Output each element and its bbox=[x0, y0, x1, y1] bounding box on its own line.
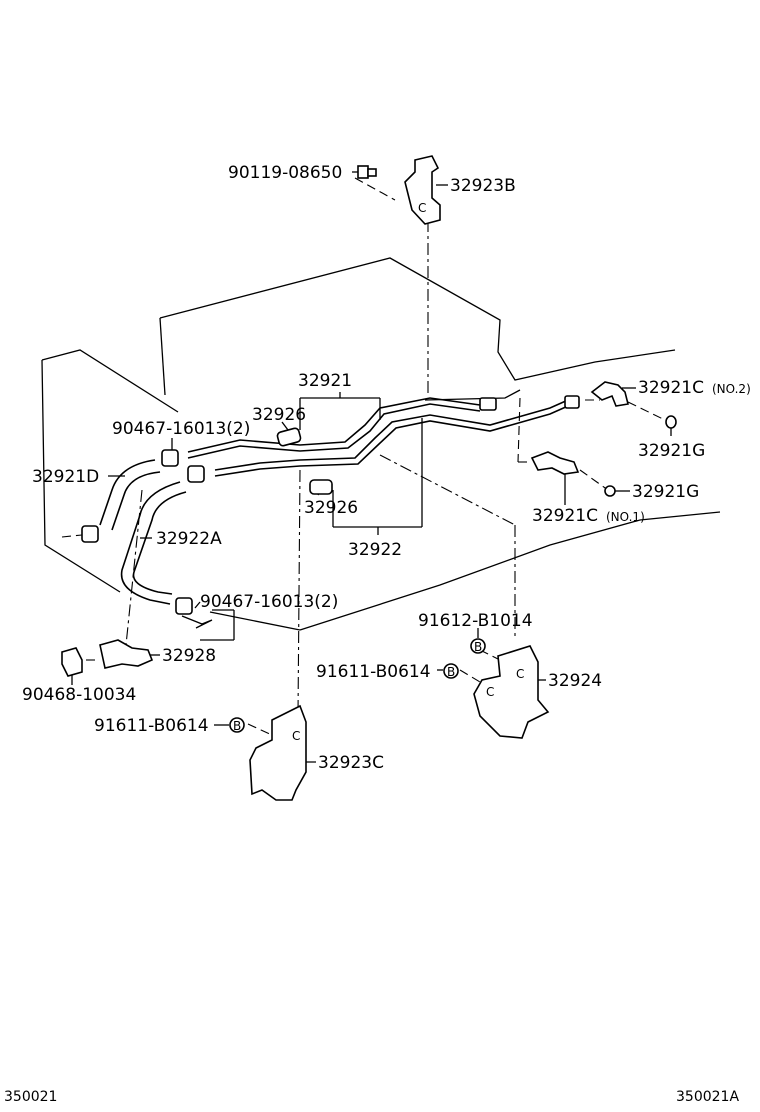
footer-ref-right: 350021A bbox=[676, 1089, 739, 1105]
label-32921D: 32921D bbox=[32, 467, 99, 487]
clip-32928 bbox=[99, 639, 154, 669]
tube-fitting-lower bbox=[564, 395, 580, 409]
label-32922A: 32922A bbox=[156, 529, 222, 549]
elbow-32921C-no1 bbox=[530, 451, 580, 475]
svg-text:B: B bbox=[233, 719, 241, 733]
clamp-upper-2 bbox=[187, 465, 205, 483]
bracket-32923C bbox=[249, 704, 307, 801]
svg-text:C: C bbox=[418, 201, 426, 215]
label-90468-10034: 90468-10034 bbox=[22, 685, 136, 705]
sleeve-32926-lower bbox=[309, 479, 333, 495]
label-90467-lower: 90467-16013(2) bbox=[200, 592, 338, 612]
label-32921G-upper: 32921G bbox=[638, 441, 705, 461]
bolt-90468 bbox=[61, 647, 83, 677]
label-32924: 32924 bbox=[548, 671, 602, 691]
b-marker-3 bbox=[229, 717, 245, 733]
label-32921C-no2: 32921C bbox=[638, 378, 704, 398]
bracket-32924 bbox=[473, 645, 550, 739]
label-32921C-no1: 32921C bbox=[532, 506, 598, 526]
elbow-32921C-no2 bbox=[590, 381, 629, 407]
svg-text:C: C bbox=[516, 667, 524, 681]
label-32921C-no1-note: (NO.1) bbox=[606, 510, 645, 524]
label-32921: 32921 bbox=[298, 371, 352, 391]
oring-upper bbox=[665, 415, 677, 429]
b-markers: B B B bbox=[229, 638, 486, 733]
label-90467-upper: 90467-16013(2) bbox=[112, 419, 250, 439]
bracket-32923B bbox=[404, 155, 441, 225]
svg-text:C: C bbox=[486, 685, 494, 699]
b-marker-2 bbox=[443, 663, 459, 679]
label-32923B: 32923B bbox=[450, 176, 516, 196]
tubes bbox=[99, 397, 569, 605]
svg-text:B: B bbox=[447, 665, 455, 679]
label-32921C-no2-note: (NO.2) bbox=[712, 382, 751, 396]
clamp-32921D bbox=[81, 525, 99, 543]
svg-text:B: B bbox=[474, 640, 482, 654]
b-marker-1 bbox=[470, 638, 486, 654]
clamp-upper bbox=[161, 449, 179, 467]
footer-ref-left: 350021 bbox=[4, 1089, 57, 1105]
label-90119-08650: 90119-08650 bbox=[228, 163, 342, 183]
label-32923C: 32923C bbox=[318, 753, 384, 773]
label-91611-B0614-left: 91611-B0614 bbox=[94, 716, 209, 736]
bolt-90119 bbox=[357, 165, 377, 179]
svg-text:C: C bbox=[292, 729, 300, 743]
sleeve-32926-upper bbox=[276, 427, 302, 447]
callout-labels: 90119-08650 32923B 32921 32926 90467-160… bbox=[22, 163, 751, 773]
label-32921G-lower: 32921G bbox=[632, 482, 699, 502]
label-32926-lower: 32926 bbox=[304, 498, 358, 518]
leader-lines bbox=[61, 177, 666, 736]
background-outline bbox=[41, 257, 721, 631]
oring-lower bbox=[604, 485, 616, 497]
label-32922: 32922 bbox=[348, 540, 402, 560]
parts: C C C C bbox=[61, 155, 677, 801]
label-91612-B1014: 91612-B1014 bbox=[418, 611, 533, 631]
tube-fitting-upper bbox=[479, 397, 497, 411]
label-91611-B0614-right: 91611-B0614 bbox=[316, 662, 431, 682]
label-32928: 32928 bbox=[162, 646, 216, 666]
label-32926-upper: 32926 bbox=[252, 405, 306, 425]
clamp-lower bbox=[175, 597, 193, 615]
